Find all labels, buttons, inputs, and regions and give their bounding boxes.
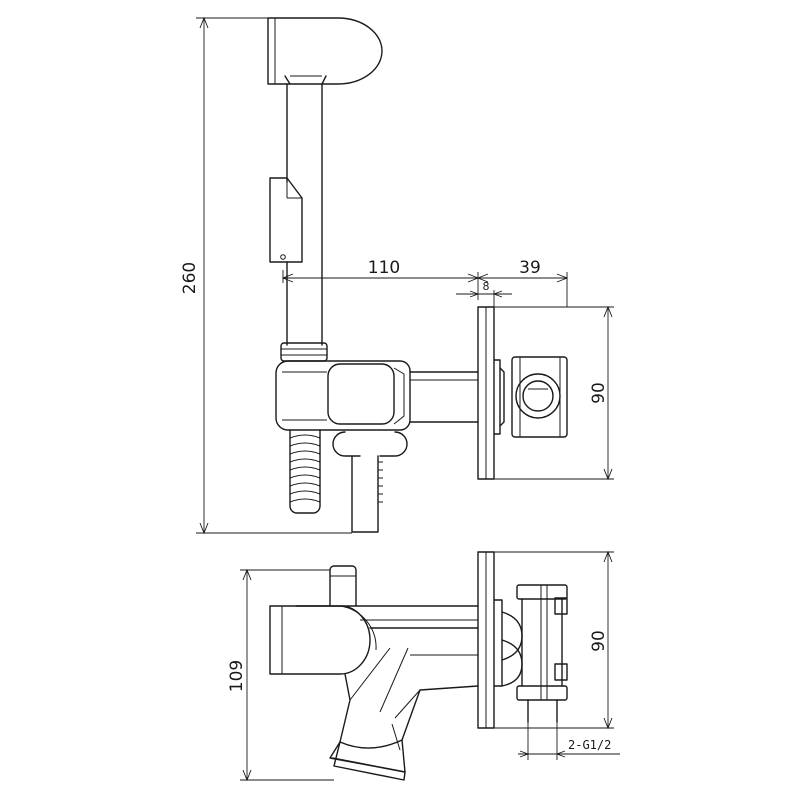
dimension-109: 109 <box>227 568 334 782</box>
dim-label-110: 110 <box>368 258 400 278</box>
dimension-90-top: 90 <box>494 305 614 481</box>
dim-label-90-top: 90 <box>589 382 609 404</box>
dim-label-90-bottom: 90 <box>589 630 609 652</box>
plan-knob <box>329 565 357 607</box>
dimension-thread: 2-G1/2 <box>518 722 620 760</box>
dimension-90-bottom: 90 <box>494 550 614 730</box>
dim-label-260: 260 <box>180 262 200 294</box>
hand-shower-handle <box>269 83 323 346</box>
hand-shower-head <box>267 17 383 85</box>
dim-label-thread: 2-G1/2 <box>568 738 611 752</box>
shower-holder-ring <box>280 342 328 362</box>
wall-connector <box>493 356 568 438</box>
mixer-body <box>275 360 411 431</box>
plan-body <box>269 605 479 675</box>
dimension-260: 260 <box>180 16 352 535</box>
dimension-110-39: 110 39 <box>281 258 569 307</box>
plan-spout <box>329 647 479 781</box>
shower-hose <box>289 429 321 514</box>
wall-plate <box>477 306 495 480</box>
dim-label-39: 39 <box>519 258 541 278</box>
plan-wall-plate <box>477 551 495 729</box>
dim-label-109: 109 <box>227 660 247 692</box>
dim-label-8: 8 <box>483 280 490 293</box>
dimension-8: 8 <box>456 280 512 307</box>
plan-connector <box>493 584 568 723</box>
mixer-arm <box>409 371 479 423</box>
plan-view: 109 90 2-G1/2 <box>227 550 620 782</box>
front-elevation: 260 110 39 8 90 <box>180 16 614 535</box>
mixer-spout <box>332 431 408 533</box>
